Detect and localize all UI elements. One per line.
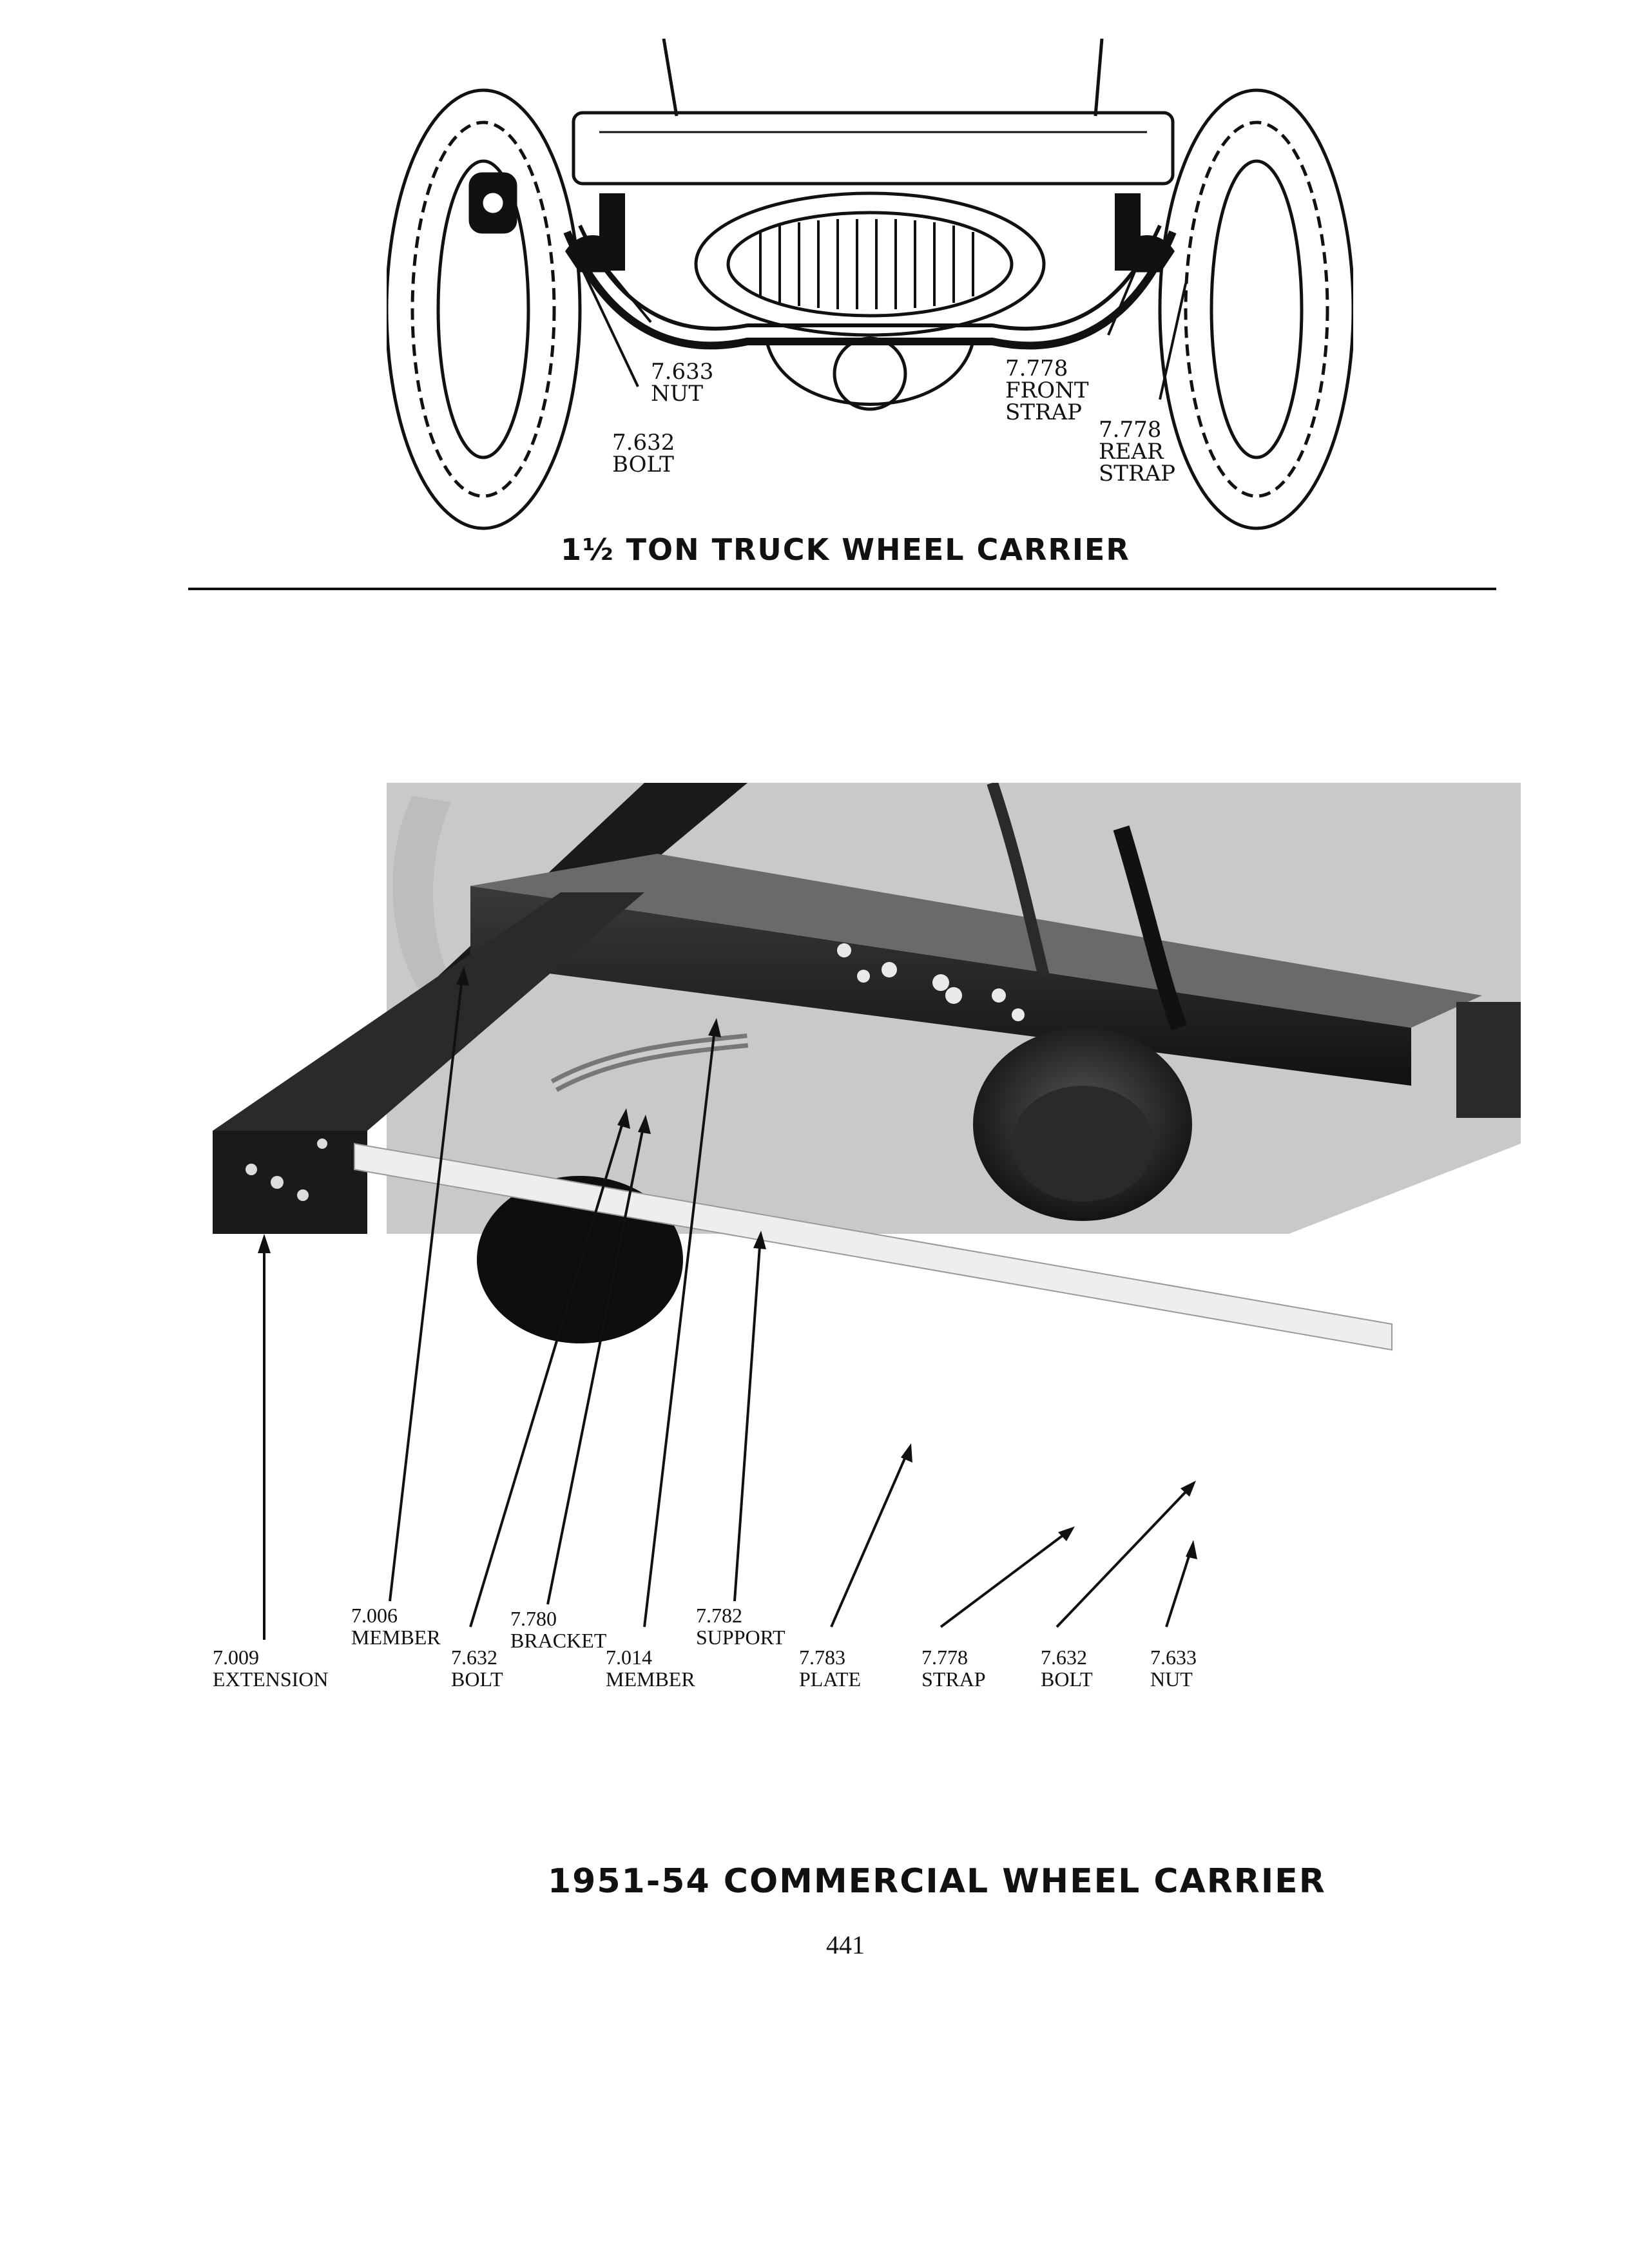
truck-wheel-carrier-illustration	[387, 39, 1353, 530]
section-divider	[188, 588, 1496, 590]
label-text: NUT	[1150, 1667, 1193, 1691]
label-number: 7.632	[1041, 1646, 1087, 1669]
label-7009-extension: 7.009 EXTENSION	[213, 1646, 329, 1690]
label-7006-member: 7.006 MEMBER	[351, 1604, 441, 1648]
label-7778-strap: 7.778 STRAP	[921, 1646, 986, 1690]
label-7632-bolt-right: 7.632 BOLT	[1041, 1646, 1093, 1690]
label-7782-support: 7.782 SUPPORT	[696, 1604, 786, 1648]
label-7632-bolt: 7.632 BOLT	[451, 1646, 503, 1690]
label-7783-plate: 7.783 PLATE	[799, 1646, 861, 1690]
label-text: SUPPORT	[696, 1626, 786, 1649]
label-number: 7.778	[921, 1646, 968, 1669]
bottom-figure-title: 1951-54 COMMERCIAL WHEEL CARRIER	[548, 1862, 1326, 1901]
label-text: BOLT	[451, 1667, 503, 1691]
label-7778-rear-strap: 7.778 REAR STRAP	[1099, 419, 1189, 485]
label-text: REAR STRAP	[1099, 439, 1175, 486]
label-number: 7.632	[451, 1646, 497, 1669]
label-text: PLATE	[799, 1667, 861, 1691]
label-7780-bracket: 7.780 BRACKET	[510, 1608, 606, 1651]
label-number: 7.633	[651, 359, 714, 385]
label-7633-nut: 7.633 NUT	[651, 361, 713, 405]
label-text: BOLT	[612, 452, 674, 477]
chassis-photo	[213, 783, 1521, 1351]
top-figure-title: 1½ TON TRUCK WHEEL CARRIER	[561, 532, 1130, 567]
label-number: 7.009	[213, 1646, 259, 1669]
label-text: FRONT STRAP	[1005, 378, 1089, 425]
label-number: 7.783	[799, 1646, 845, 1669]
label-text: NUT	[651, 381, 704, 407]
label-text: EXTENSION	[213, 1667, 329, 1691]
label-text: MEMBER	[351, 1626, 441, 1649]
label-number: 7.014	[606, 1646, 652, 1669]
label-number: 7.006	[351, 1604, 398, 1627]
label-text: STRAP	[921, 1667, 986, 1691]
page-number: 441	[826, 1930, 865, 1959]
label-7633-nut: 7.633 NUT	[1150, 1646, 1197, 1690]
label-number: 7.782	[696, 1604, 742, 1627]
label-7632-bolt: 7.632 BOLT	[612, 432, 675, 476]
label-7778-front-strap: 7.778 FRONT STRAP	[1005, 358, 1134, 423]
label-number: 7.780	[510, 1607, 557, 1630]
label-number: 7.778	[1099, 417, 1162, 443]
label-7014-member: 7.014 MEMBER	[606, 1646, 695, 1690]
label-text: MEMBER	[606, 1667, 695, 1691]
label-text: BOLT	[1041, 1667, 1093, 1691]
label-text: BRACKET	[510, 1629, 607, 1652]
label-number: 7.633	[1150, 1646, 1197, 1669]
label-number: 7.778	[1005, 356, 1068, 381]
label-number: 7.632	[612, 430, 675, 456]
